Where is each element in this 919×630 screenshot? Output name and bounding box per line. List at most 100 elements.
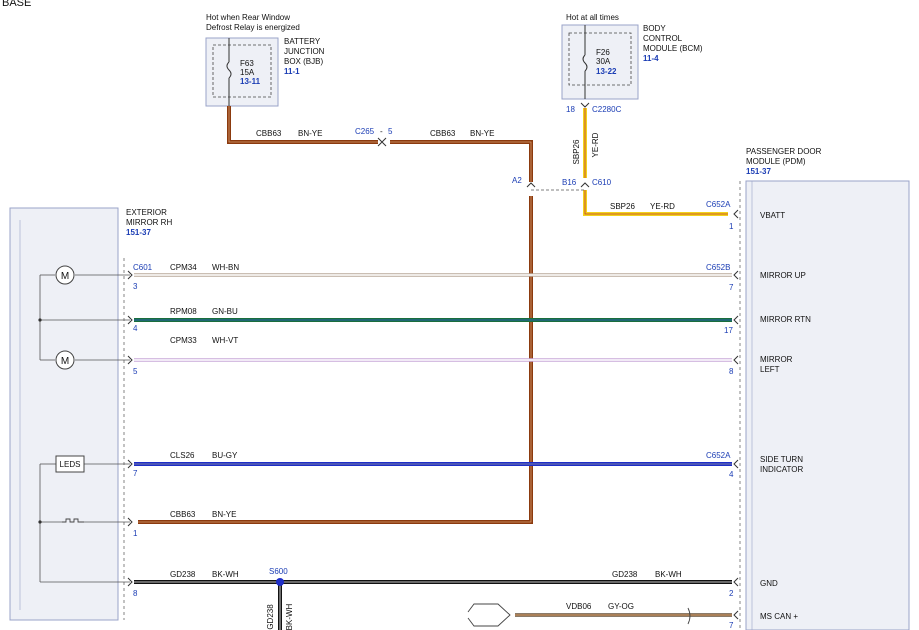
sbp26-pin-a2: A2 bbox=[512, 176, 522, 185]
bjb-name-line3: BOX (BJB) bbox=[284, 57, 323, 66]
pdm-label-mirror-up: MIRROR UP bbox=[760, 271, 806, 280]
bcm-fuse-rating: 30A bbox=[596, 57, 611, 66]
bcm-fuse-ref: 13-22 bbox=[596, 67, 617, 76]
leds-box bbox=[55, 455, 85, 473]
gd238-right-color: BK-WH bbox=[655, 570, 682, 579]
twisted-pair-icon bbox=[467, 603, 511, 627]
mirror-pin-1: 1 bbox=[133, 529, 138, 538]
bjb-fuse-ref: 13-11 bbox=[240, 77, 261, 86]
pdm-name-line2: MODULE (PDM) bbox=[746, 157, 806, 166]
sbp26-horizontal-color: YE-RD bbox=[650, 202, 675, 211]
fuse-f63-icon bbox=[226, 61, 232, 79]
pdm-pin-7-can: 7 bbox=[729, 621, 734, 630]
c652a-connector-turn: C652A bbox=[706, 451, 731, 460]
mirror-name-line1: EXTERIOR bbox=[126, 208, 167, 217]
cbb63-top-left-circuit: CBB63 bbox=[256, 129, 282, 138]
bcm-ref: 11-4 bbox=[643, 54, 659, 63]
mirror-pin-3: 3 bbox=[133, 282, 138, 291]
cbb63-top-left-color: BN-YE bbox=[298, 129, 322, 138]
pdm-label-mirror-left-2: LEFT bbox=[760, 365, 780, 374]
c265-chevron-icon bbox=[377, 137, 387, 147]
bcm-fuse-id: F26 bbox=[596, 48, 610, 57]
cpm34-circuit: CPM34 bbox=[170, 263, 197, 272]
vdb06-color: GY-OG bbox=[608, 602, 634, 611]
pdm-label-ms-can: MS CAN + bbox=[760, 612, 798, 621]
bcm-connector-chevron-icon bbox=[580, 102, 590, 108]
bcm-pin: 18 bbox=[566, 105, 575, 114]
cpm34-color: WH-BN bbox=[212, 263, 239, 272]
bcm-name-line1: BODY bbox=[643, 24, 666, 33]
c601-connector: C601 bbox=[133, 263, 153, 272]
cbb63-top-right-circuit: CBB63 bbox=[430, 129, 456, 138]
pdm-pin-chevrons bbox=[733, 209, 739, 620]
gd238-right-circuit: GD238 bbox=[612, 570, 638, 579]
sbp26-vertical-circuit: SBP26 bbox=[572, 139, 581, 164]
bjb-fuse-id: F63 bbox=[240, 59, 254, 68]
rpm08-circuit: RPM08 bbox=[170, 307, 197, 316]
bcm-name-line2: CONTROL bbox=[643, 34, 683, 43]
sbp26-horizontal-circuit: SBP26 bbox=[610, 202, 635, 211]
wire-sbp26 bbox=[583, 108, 728, 216]
wire-cbb63-top bbox=[138, 106, 533, 524]
pdm-label-vbatt: VBATT bbox=[760, 211, 785, 220]
gd238-left-circuit: GD238 bbox=[170, 570, 196, 579]
pdm-pin-17: 17 bbox=[724, 326, 733, 335]
wire-gd238 bbox=[134, 580, 732, 630]
vbatt-pin: 1 bbox=[729, 222, 734, 231]
motor-up-icon bbox=[55, 265, 75, 285]
pdm-ref: 151-37 bbox=[746, 167, 771, 176]
cls26-color: BU-GY bbox=[212, 451, 238, 460]
pdm-pin-4: 4 bbox=[729, 470, 734, 479]
mirror-pin-7: 7 bbox=[133, 469, 138, 478]
sbp26-vertical-color: YE-RD bbox=[591, 132, 600, 157]
leds-label: LEDS bbox=[60, 460, 81, 469]
sbp26-pin-b16: B16 bbox=[562, 178, 577, 187]
c652a-connector-top: C652A bbox=[706, 200, 731, 209]
a2-chevron-icon bbox=[526, 182, 536, 188]
motor-left-icon bbox=[55, 350, 75, 370]
cbb63-top-right-color: BN-YE bbox=[470, 129, 494, 138]
bjb-ref: 11-1 bbox=[284, 67, 300, 76]
pdm-label-side-turn-1: SIDE TURN bbox=[760, 455, 803, 464]
cpm33-circuit: CPM33 bbox=[170, 336, 197, 345]
bcm-name-line3: MODULE (BCM) bbox=[643, 44, 703, 53]
bjb-name-line1: BATTERY bbox=[284, 37, 321, 46]
pdm-module-box bbox=[745, 180, 910, 630]
c265-pin: 5 bbox=[388, 127, 393, 136]
bjb-name-line2: JUNCTION bbox=[284, 47, 325, 56]
c265-label: C265 bbox=[355, 127, 375, 136]
splice-s600-label: S600 bbox=[269, 567, 288, 576]
motor-up-label: M bbox=[61, 271, 69, 282]
cbb63-bottom-circuit: CBB63 bbox=[170, 510, 196, 519]
heater-element-icon bbox=[62, 518, 84, 523]
corner-label: BASE bbox=[2, 0, 31, 9]
c610-connector: C610 bbox=[592, 178, 612, 187]
bjb-note-line1: Hot when Rear Window bbox=[206, 13, 290, 22]
bjb-note-line2: Defrost Relay is energized bbox=[206, 23, 300, 32]
mirror-pin-chevrons bbox=[127, 270, 133, 587]
c652b-connector: C652B bbox=[706, 263, 730, 272]
splice-s600 bbox=[276, 578, 284, 586]
mirror-pin-5: 5 bbox=[133, 367, 138, 376]
cls26-circuit: CLS26 bbox=[170, 451, 195, 460]
bcm-connector: C2280C bbox=[592, 105, 622, 114]
rpm08-color: GN-BU bbox=[212, 307, 238, 316]
mirror-ref: 151-37 bbox=[126, 228, 151, 237]
vdb06-circuit: VDB06 bbox=[566, 602, 592, 611]
mirror-name-line2: MIRROR RH bbox=[126, 218, 172, 227]
pdm-label-gnd: GND bbox=[760, 579, 778, 588]
splice-down-circuit: GD238 bbox=[266, 604, 275, 630]
pdm-label-side-turn-2: INDICATOR bbox=[760, 465, 803, 474]
pdm-label-mirror-left-1: MIRROR bbox=[760, 355, 793, 364]
fuse-f26-icon bbox=[582, 54, 588, 72]
bcm-fuse-box bbox=[568, 32, 632, 86]
can-termination-icon bbox=[687, 607, 691, 625]
cbb63-bottom-color: BN-YE bbox=[212, 510, 236, 519]
gd238-left-color: BK-WH bbox=[212, 570, 239, 579]
bcm-note: Hot at all times bbox=[566, 13, 619, 22]
motor-left-label: M bbox=[61, 356, 69, 367]
pdm-name-line1: PASSENGER DOOR bbox=[746, 147, 822, 156]
mirror-pin-4: 4 bbox=[133, 324, 138, 333]
cpm33-color: WH-VT bbox=[212, 336, 238, 345]
